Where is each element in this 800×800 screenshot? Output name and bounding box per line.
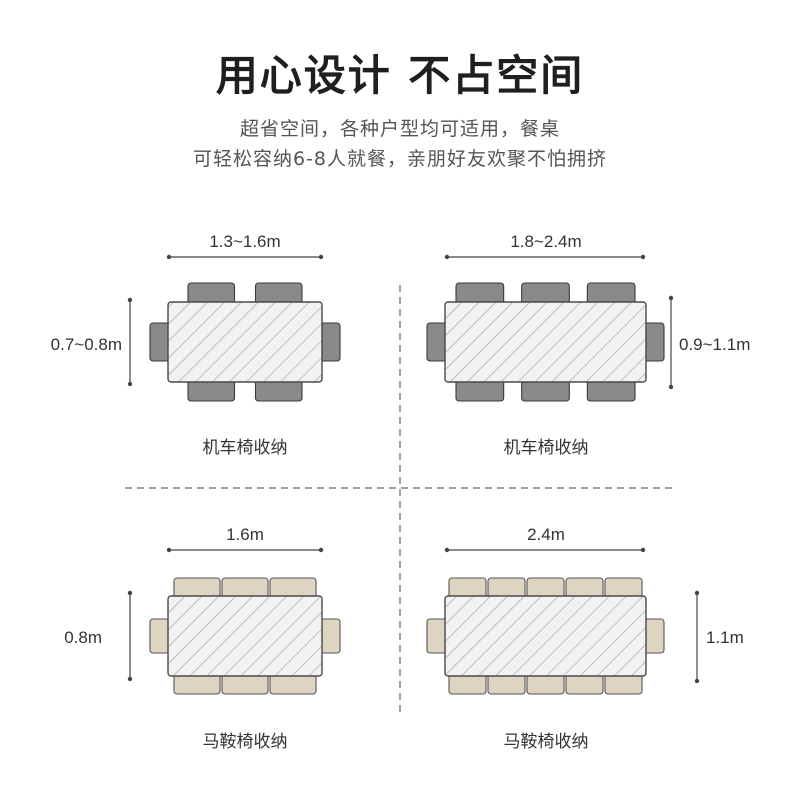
- panel-caption: 马鞍椅收纳: [504, 732, 589, 752]
- depth-label: 1.1m: [706, 628, 744, 647]
- table-hatch: [167, 301, 323, 383]
- panel-small-saddle-chair: 1.6m 0.8m 马鞍椅收纳: [64, 525, 341, 752]
- width-label: 1.3~1.6m: [209, 232, 280, 251]
- depth-label: 0.7~0.8m: [51, 335, 122, 354]
- subtitle-line-1: 超省空间，各种户型均可适用，餐桌: [239, 118, 560, 140]
- depth-dimension: [668, 295, 674, 390]
- depth-dimension: [127, 590, 133, 682]
- depth-dimension: [694, 590, 700, 684]
- panel-caption: 机车椅收纳: [504, 438, 589, 458]
- table-hatch: [444, 301, 647, 383]
- table-hatch: [444, 595, 647, 677]
- panel-caption: 马鞍椅收纳: [203, 732, 288, 752]
- depth-label: 0.8m: [64, 628, 102, 647]
- panel-small-motorcycle-chair: 1.3~1.6m 0.7~0.8m 机车椅收纳: [51, 232, 341, 458]
- page-title: 用心设计 不占空间: [215, 51, 585, 100]
- width-label: 2.4m: [527, 525, 565, 544]
- table-hatch: [167, 595, 323, 677]
- subtitle-line-2: 可轻松容纳6-8人就餐，亲朋好友欢聚不怕拥挤: [192, 148, 608, 170]
- width-dimension: [166, 547, 324, 553]
- depth-dimension: [127, 297, 133, 387]
- width-label: 1.8~2.4m: [510, 232, 581, 251]
- panel-caption: 机车椅收纳: [203, 438, 288, 458]
- width-label: 1.6m: [226, 525, 264, 544]
- width-dimension: [444, 547, 646, 553]
- depth-label: 0.9~1.1m: [679, 335, 750, 354]
- panel-large-saddle-chair: 2.4m 1.1m 马鞍椅收纳: [426, 525, 744, 752]
- panel-large-motorcycle-chair: 1.8~2.4m 0.9~1.1m 机车椅收纳: [426, 232, 750, 458]
- width-dimension: [166, 254, 324, 260]
- width-dimension: [444, 254, 646, 260]
